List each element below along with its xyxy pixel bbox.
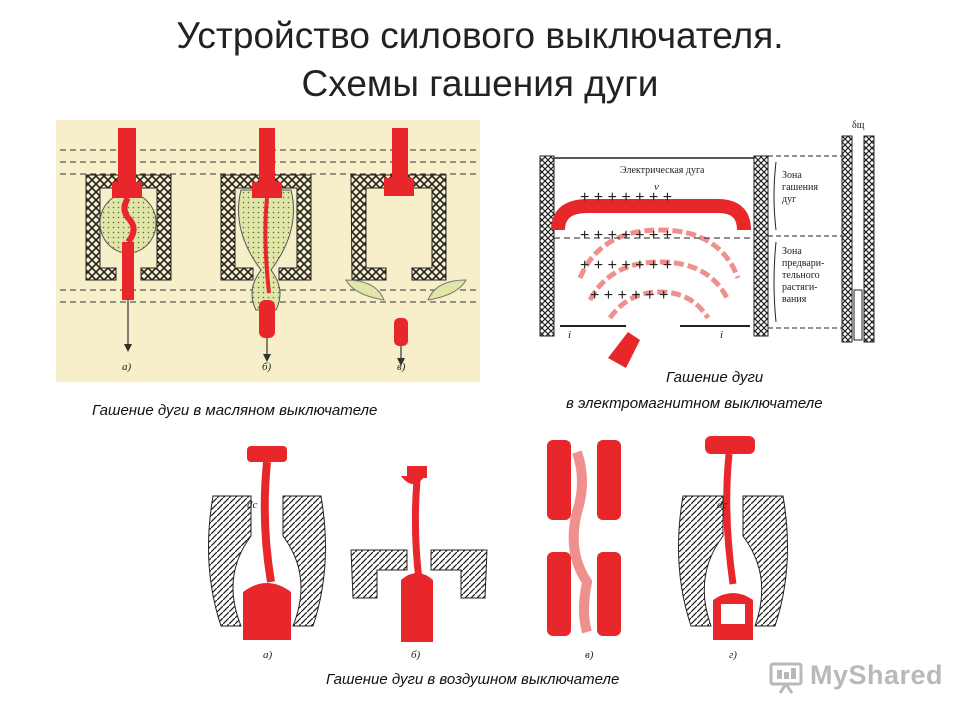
em-zone2-line3: тельного: [782, 270, 820, 281]
air-sublabel-d: г): [729, 649, 737, 661]
presentation-board-icon: [769, 662, 803, 694]
em-zone1-line2: гашения: [782, 182, 818, 193]
svg-text:+ + + + + + +: + + + + + + +: [580, 257, 672, 274]
air-nozzle-b: [350, 466, 488, 642]
air-panel-caption: Гашение дуги в воздушном выключателе: [326, 671, 620, 688]
em-delta-label: δщ: [852, 120, 865, 131]
svg-text:+ + + + + + +: + + + + + + +: [580, 189, 672, 206]
oil-panel-caption: Гашение дуги в масляном выключателе: [92, 402, 378, 419]
myshared-logo: MyShared: [768, 652, 943, 700]
oil-chamber-a: [85, 128, 172, 352]
em-zone2-line2: предвари-: [782, 258, 824, 269]
em-zone2-line5: вания: [782, 294, 807, 305]
em-panel-caption-line1: Гашение дуги: [666, 369, 764, 386]
svg-text:+ + + + + + +: + + + + + + +: [580, 227, 672, 244]
em-zone1-line1: Зона: [782, 170, 802, 181]
air-dc-label-a: dc: [247, 499, 258, 511]
oil-chamber-c: [345, 128, 467, 366]
em-panel-caption-line2: в электромагнитном выключателе: [566, 395, 823, 412]
air-sublabel-c: в): [585, 649, 594, 661]
air-dc-label-d: dc: [717, 499, 728, 511]
svg-text:+ + + + + +: + + + + + +: [590, 287, 668, 304]
myshared-logo-text: MyShared: [810, 660, 944, 690]
air-nozzle-d: dc: [678, 436, 788, 640]
em-zone2-line4: растяги-: [782, 282, 818, 293]
oil-chamber-b: [220, 128, 312, 362]
em-zone1-line3: дуг: [782, 194, 796, 205]
air-sublabel-b: б): [411, 649, 421, 661]
em-arc-label: Электрическая дуга: [620, 165, 705, 176]
em-current-left: i: [568, 329, 571, 341]
oil-sublabel-c: в): [397, 361, 406, 373]
em-breaker-diagram: Электрическая дуга v + + + + + + + + + +…: [539, 120, 875, 368]
em-current-right: i: [720, 329, 723, 341]
oil-sublabel-a: а): [122, 361, 132, 373]
air-nozzle-c: [547, 440, 621, 636]
slide-title-line2: Схемы гашения дуги: [301, 63, 659, 104]
oil-breaker-diagram: а) б) в): [56, 120, 480, 382]
air-sublabel-a: а): [263, 649, 273, 661]
oil-sublabel-b: б): [262, 361, 272, 373]
air-nozzle-a: dc: [208, 446, 326, 640]
em-zone2-line1: Зона: [782, 246, 802, 257]
em-axis-v: v: [654, 181, 659, 193]
air-breaker-diagram: dc dc а) б) в) г): [208, 436, 788, 661]
slide-title-line1: Устройство силового выключателя.: [176, 15, 784, 56]
